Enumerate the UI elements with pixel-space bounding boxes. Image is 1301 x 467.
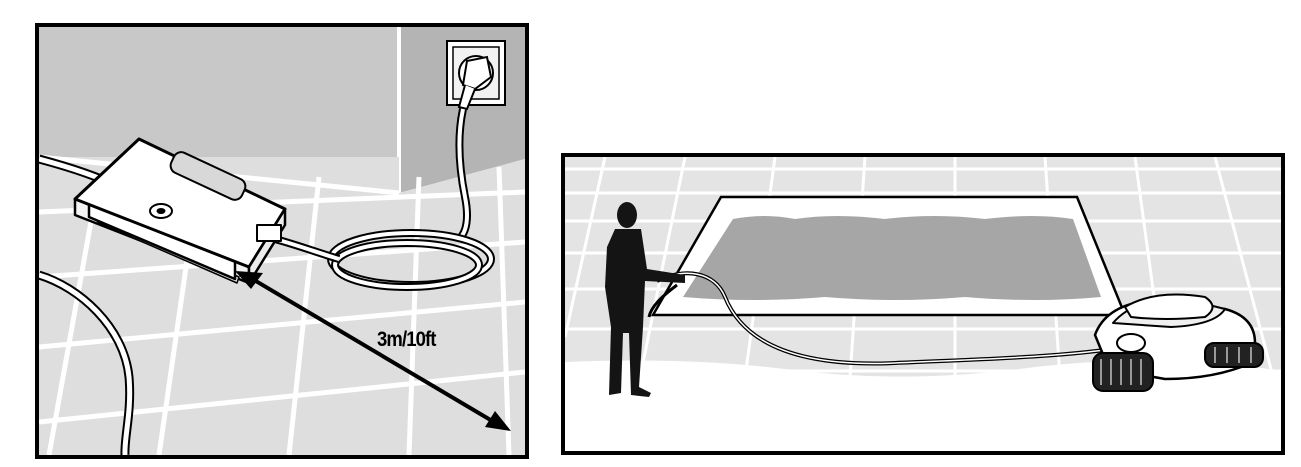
power-plug-icon <box>457 55 493 111</box>
outlet-cable <box>455 108 471 243</box>
pool-deployment-illustration <box>565 157 1281 451</box>
pool-icon <box>650 195 1127 317</box>
pool-robot-icon <box>1092 293 1264 392</box>
power-supply-placement-panel: 3m/10ft <box>35 23 529 459</box>
person-silhouette-icon <box>605 202 685 397</box>
floating-cable-icon <box>647 271 1126 366</box>
power-supply-unit-icon <box>73 137 287 285</box>
distance-arrow-icon <box>235 271 511 431</box>
distance-label: 3m/10ft <box>377 328 436 351</box>
power-supply-illustration <box>39 27 525 455</box>
back-wall <box>39 27 399 157</box>
pool-deployment-panel <box>561 153 1285 455</box>
